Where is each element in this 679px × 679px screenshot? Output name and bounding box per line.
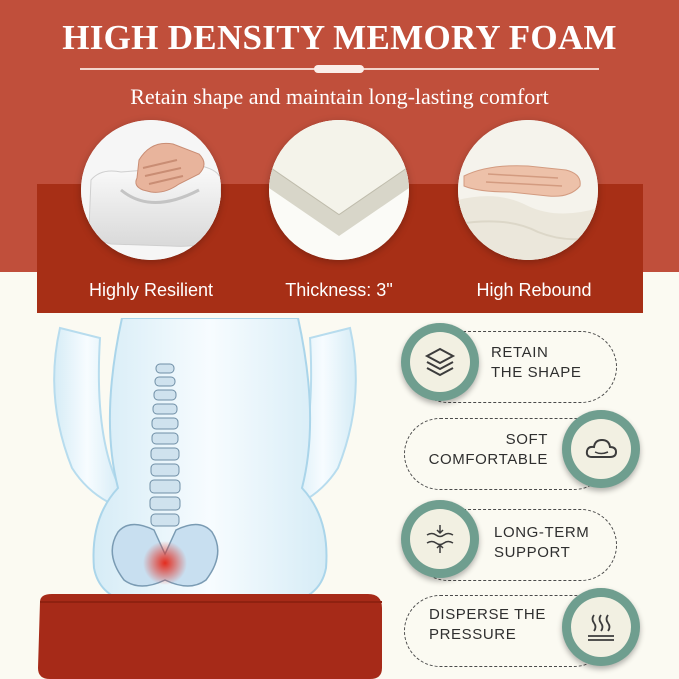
benefit-badge-retain (401, 323, 479, 401)
benefit-badge-soft (562, 410, 640, 488)
page-title: HIGH DENSITY MEMORY FOAM (62, 18, 617, 57)
hand-on-foam-image (458, 120, 598, 260)
benefit-text-soft: SOFT COMFORTABLE (428, 431, 548, 468)
feature-label-thickness: Thickness: 3" (285, 280, 393, 300)
feature-label-resilient: Highly Resilient (88, 280, 214, 300)
heat-waves-icon (588, 614, 614, 641)
layers-box-icon (424, 347, 456, 377)
feature-image-resilient (81, 120, 221, 260)
cloud-icon (585, 438, 618, 458)
compress-arrows-icon (426, 525, 454, 553)
benefit-badge-support (401, 500, 479, 578)
feature-image-rebound (458, 120, 598, 260)
benefit-text-retain: RETAIN THE SHAPE (491, 344, 582, 381)
feature-image-thickness (269, 120, 409, 260)
hand-press-foam-image (81, 120, 221, 260)
spine-illustration (38, 318, 382, 679)
foam-layer-image (269, 120, 409, 260)
benefit-text-pressure: DISPERSE THE PRESSURE (429, 606, 546, 643)
page-subtitle: Retain shape and maintain long-lasting c… (130, 84, 549, 109)
benefit-text-support: LONG-TERM SUPPORT (494, 524, 590, 561)
feature-label-rebound: High Rebound (476, 280, 592, 300)
divider-ornament (314, 65, 364, 73)
benefit-badge-pressure (562, 588, 640, 666)
